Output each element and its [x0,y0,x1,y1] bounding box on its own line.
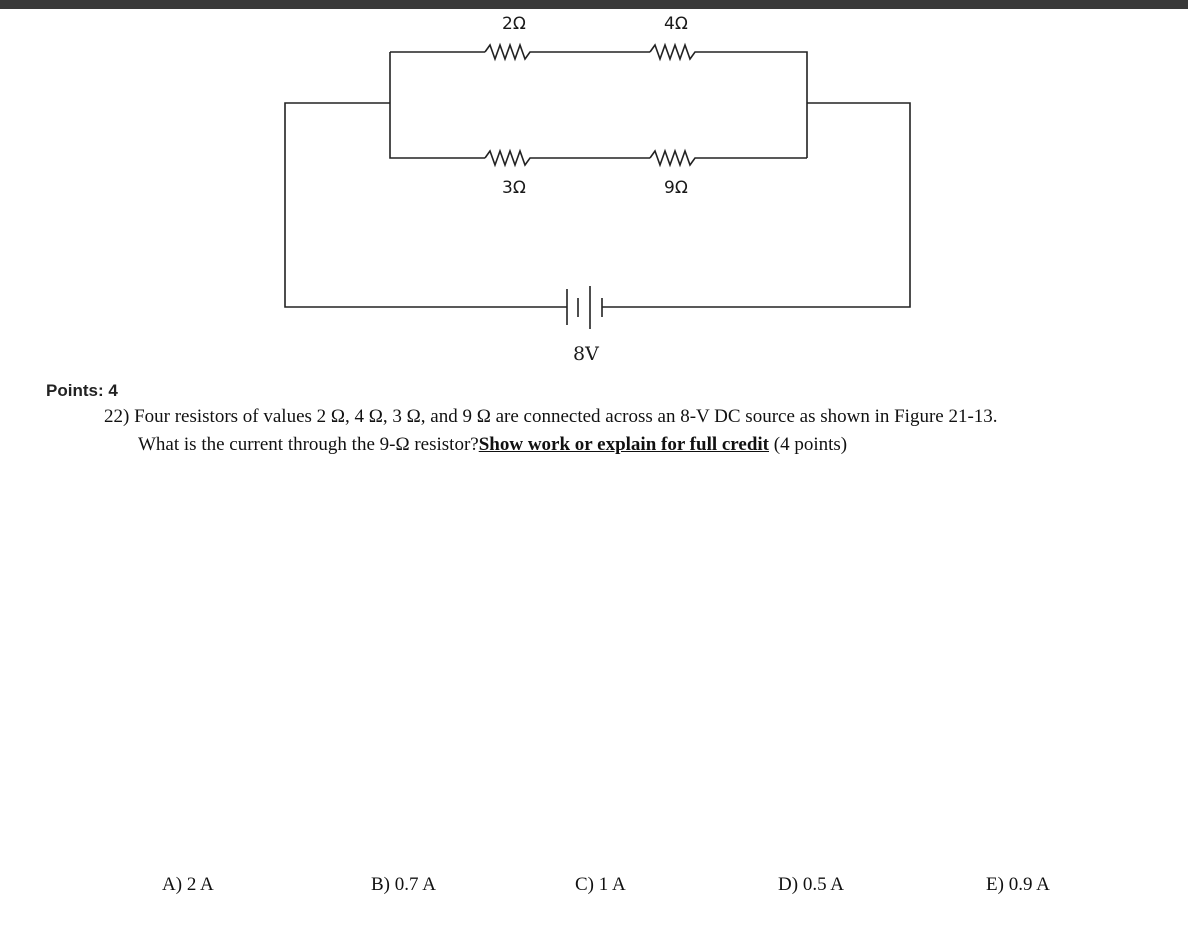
wire [602,102,911,308]
points-label: Points: 4 [46,381,118,400]
resistor-label-9-ohm: 9Ω [664,178,688,198]
choice-value: 0.5 A [802,874,844,895]
choice-letter: D) [778,874,799,895]
choice-value: 0.9 A [1008,874,1050,895]
choice-letter: E) [986,874,1004,895]
question-text: 22) Four resistors of values 2 Ω, 4 Ω, 3… [104,403,1164,459]
question-prompt: What is the current through the 9-Ω resi… [138,434,479,455]
choice-value: 0.7 A [394,874,436,895]
resistor-label-4-ohm: 4Ω [664,14,688,34]
choice-c[interactable]: C) 1 A [575,874,626,896]
resistor-9-ohm-symbol [649,148,710,168]
question-number: 22) [104,406,130,427]
choice-e[interactable]: E) 0.9 A [986,874,1050,896]
resistor-3-ohm-symbol [484,148,545,168]
choice-value: 2 A [186,874,214,895]
choice-letter: A) [162,874,183,895]
choice-value: 1 A [598,874,626,895]
wire [710,51,808,158]
resistor-label-2-ohm: 2Ω [502,14,526,34]
resistor-label-3-ohm: 3Ω [502,178,526,198]
question-line-1: Four resistors of values 2 Ω, 4 Ω, 3 Ω, … [134,406,998,427]
source-voltage-label: 8V [573,343,599,365]
credit-instruction: Show work or explain for full credit [478,434,770,455]
choice-b[interactable]: B) 0.7 A [371,874,436,896]
circuit-diagram: 2Ω 4Ω 3Ω 9Ω 8V [284,14,911,365]
window-top-edge [0,0,1188,9]
question-line-2: What is the current through the 9-Ω resi… [104,431,1164,459]
choice-letter: B) [371,874,390,895]
resistor-4-ohm-symbol [649,42,710,62]
choice-d[interactable]: D) 0.5 A [778,874,844,896]
choice-a[interactable]: A) 2 A [162,874,214,896]
resistor-2-ohm-symbol [484,42,545,62]
wire [284,102,567,308]
choice-letter: C) [575,874,594,895]
points-note: (4 points) [769,434,848,455]
wire [389,52,485,159]
